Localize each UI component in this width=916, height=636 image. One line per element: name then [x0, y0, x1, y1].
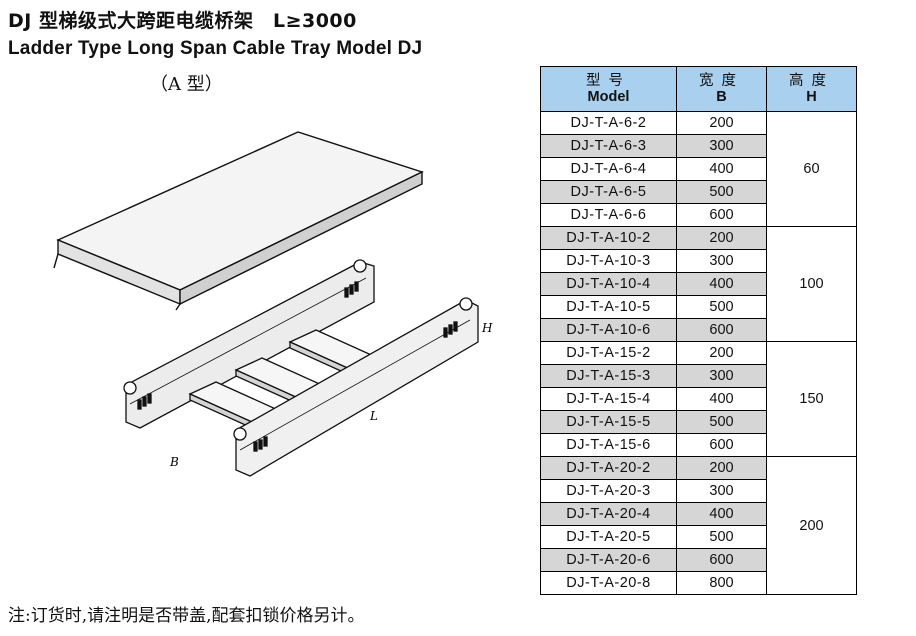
model-cell: DJ-T-A-15-5: [540, 410, 677, 434]
width-cell: 600: [676, 548, 767, 572]
width-cell: 500: [676, 295, 767, 319]
header-width: 宽度 B: [676, 66, 767, 112]
model-cell: DJ-T-A-6-5: [540, 180, 677, 204]
title-english: Ladder Type Long Span Cable Tray Model D…: [8, 38, 423, 59]
height-cell: 200: [766, 456, 857, 595]
dimension-label-l: L: [369, 409, 378, 423]
width-cell: 500: [676, 410, 767, 434]
height-cell: 150: [766, 341, 857, 457]
width-cell: 200: [676, 341, 767, 365]
model-cell: DJ-T-A-15-6: [540, 433, 677, 457]
height-cell: 100: [766, 226, 857, 342]
title-chinese: DJ 型梯级式大跨距电缆桥架 L≥3000: [8, 10, 357, 32]
model-cell: DJ-T-A-20-4: [540, 502, 677, 526]
cable-tray-illustration: B L H: [53, 131, 493, 477]
width-cell: 200: [676, 111, 767, 135]
width-cell: 500: [676, 180, 767, 204]
header-height: 高度 H: [766, 66, 857, 112]
model-cell: DJ-T-A-20-6: [540, 548, 677, 572]
model-cell: DJ-T-A-20-8: [540, 571, 677, 595]
header-model: 型号 Model: [540, 66, 677, 112]
width-cell: 800: [676, 571, 767, 595]
order-note: 注:订货时,请注明是否带盖,配套扣锁价格另计。: [8, 606, 365, 626]
model-cell: DJ-T-A-10-4: [540, 272, 677, 296]
header-model-en: Model: [587, 89, 630, 105]
model-cell: DJ-T-A-10-6: [540, 318, 677, 342]
model-cell: DJ-T-A-6-2: [540, 111, 677, 135]
header-height-en: H: [806, 89, 817, 105]
model-cell: DJ-T-A-15-3: [540, 364, 677, 388]
model-cell: DJ-T-A-10-5: [540, 295, 677, 319]
width-cell: 300: [676, 134, 767, 158]
model-cell: DJ-T-A-10-3: [540, 249, 677, 273]
header-width-cn: 宽度: [699, 73, 744, 89]
width-cell: 600: [676, 203, 767, 227]
model-cell: DJ-T-A-6-6: [540, 203, 677, 227]
width-cell: 600: [676, 318, 767, 342]
model-cell: DJ-T-A-20-2: [540, 456, 677, 480]
width-cell: 300: [676, 364, 767, 388]
width-cell: 500: [676, 525, 767, 549]
dimension-label-h: H: [481, 321, 493, 335]
model-cell: DJ-T-A-10-2: [540, 226, 677, 250]
header-width-en: B: [716, 89, 727, 105]
ladder-tray: [123, 259, 479, 477]
model-cell: DJ-T-A-20-5: [540, 525, 677, 549]
width-cell: 400: [676, 272, 767, 296]
width-cell: 200: [676, 456, 767, 480]
tray-cover: [53, 131, 424, 311]
width-cell: 300: [676, 249, 767, 273]
header-model-cn: 型号: [586, 73, 631, 89]
model-cell: DJ-T-A-6-3: [540, 134, 677, 158]
width-cell: 200: [676, 226, 767, 250]
model-cell: DJ-T-A-20-3: [540, 479, 677, 503]
model-cell: DJ-T-A-15-4: [540, 387, 677, 411]
width-cell: 400: [676, 387, 767, 411]
width-cell: 400: [676, 157, 767, 181]
model-cell: DJ-T-A-15-2: [540, 341, 677, 365]
model-cell: DJ-T-A-6-4: [540, 157, 677, 181]
subtitle-type-a: （A 型）: [150, 74, 223, 95]
width-cell: 400: [676, 502, 767, 526]
table-header-row: 型号 Model 宽度 B 高度 H: [540, 66, 857, 112]
header-height-cn: 高度: [789, 73, 834, 89]
height-cell: 60: [766, 111, 857, 227]
dimension-label-b: B: [169, 455, 179, 469]
width-cell: 600: [676, 433, 767, 457]
width-cell: 300: [676, 479, 767, 503]
